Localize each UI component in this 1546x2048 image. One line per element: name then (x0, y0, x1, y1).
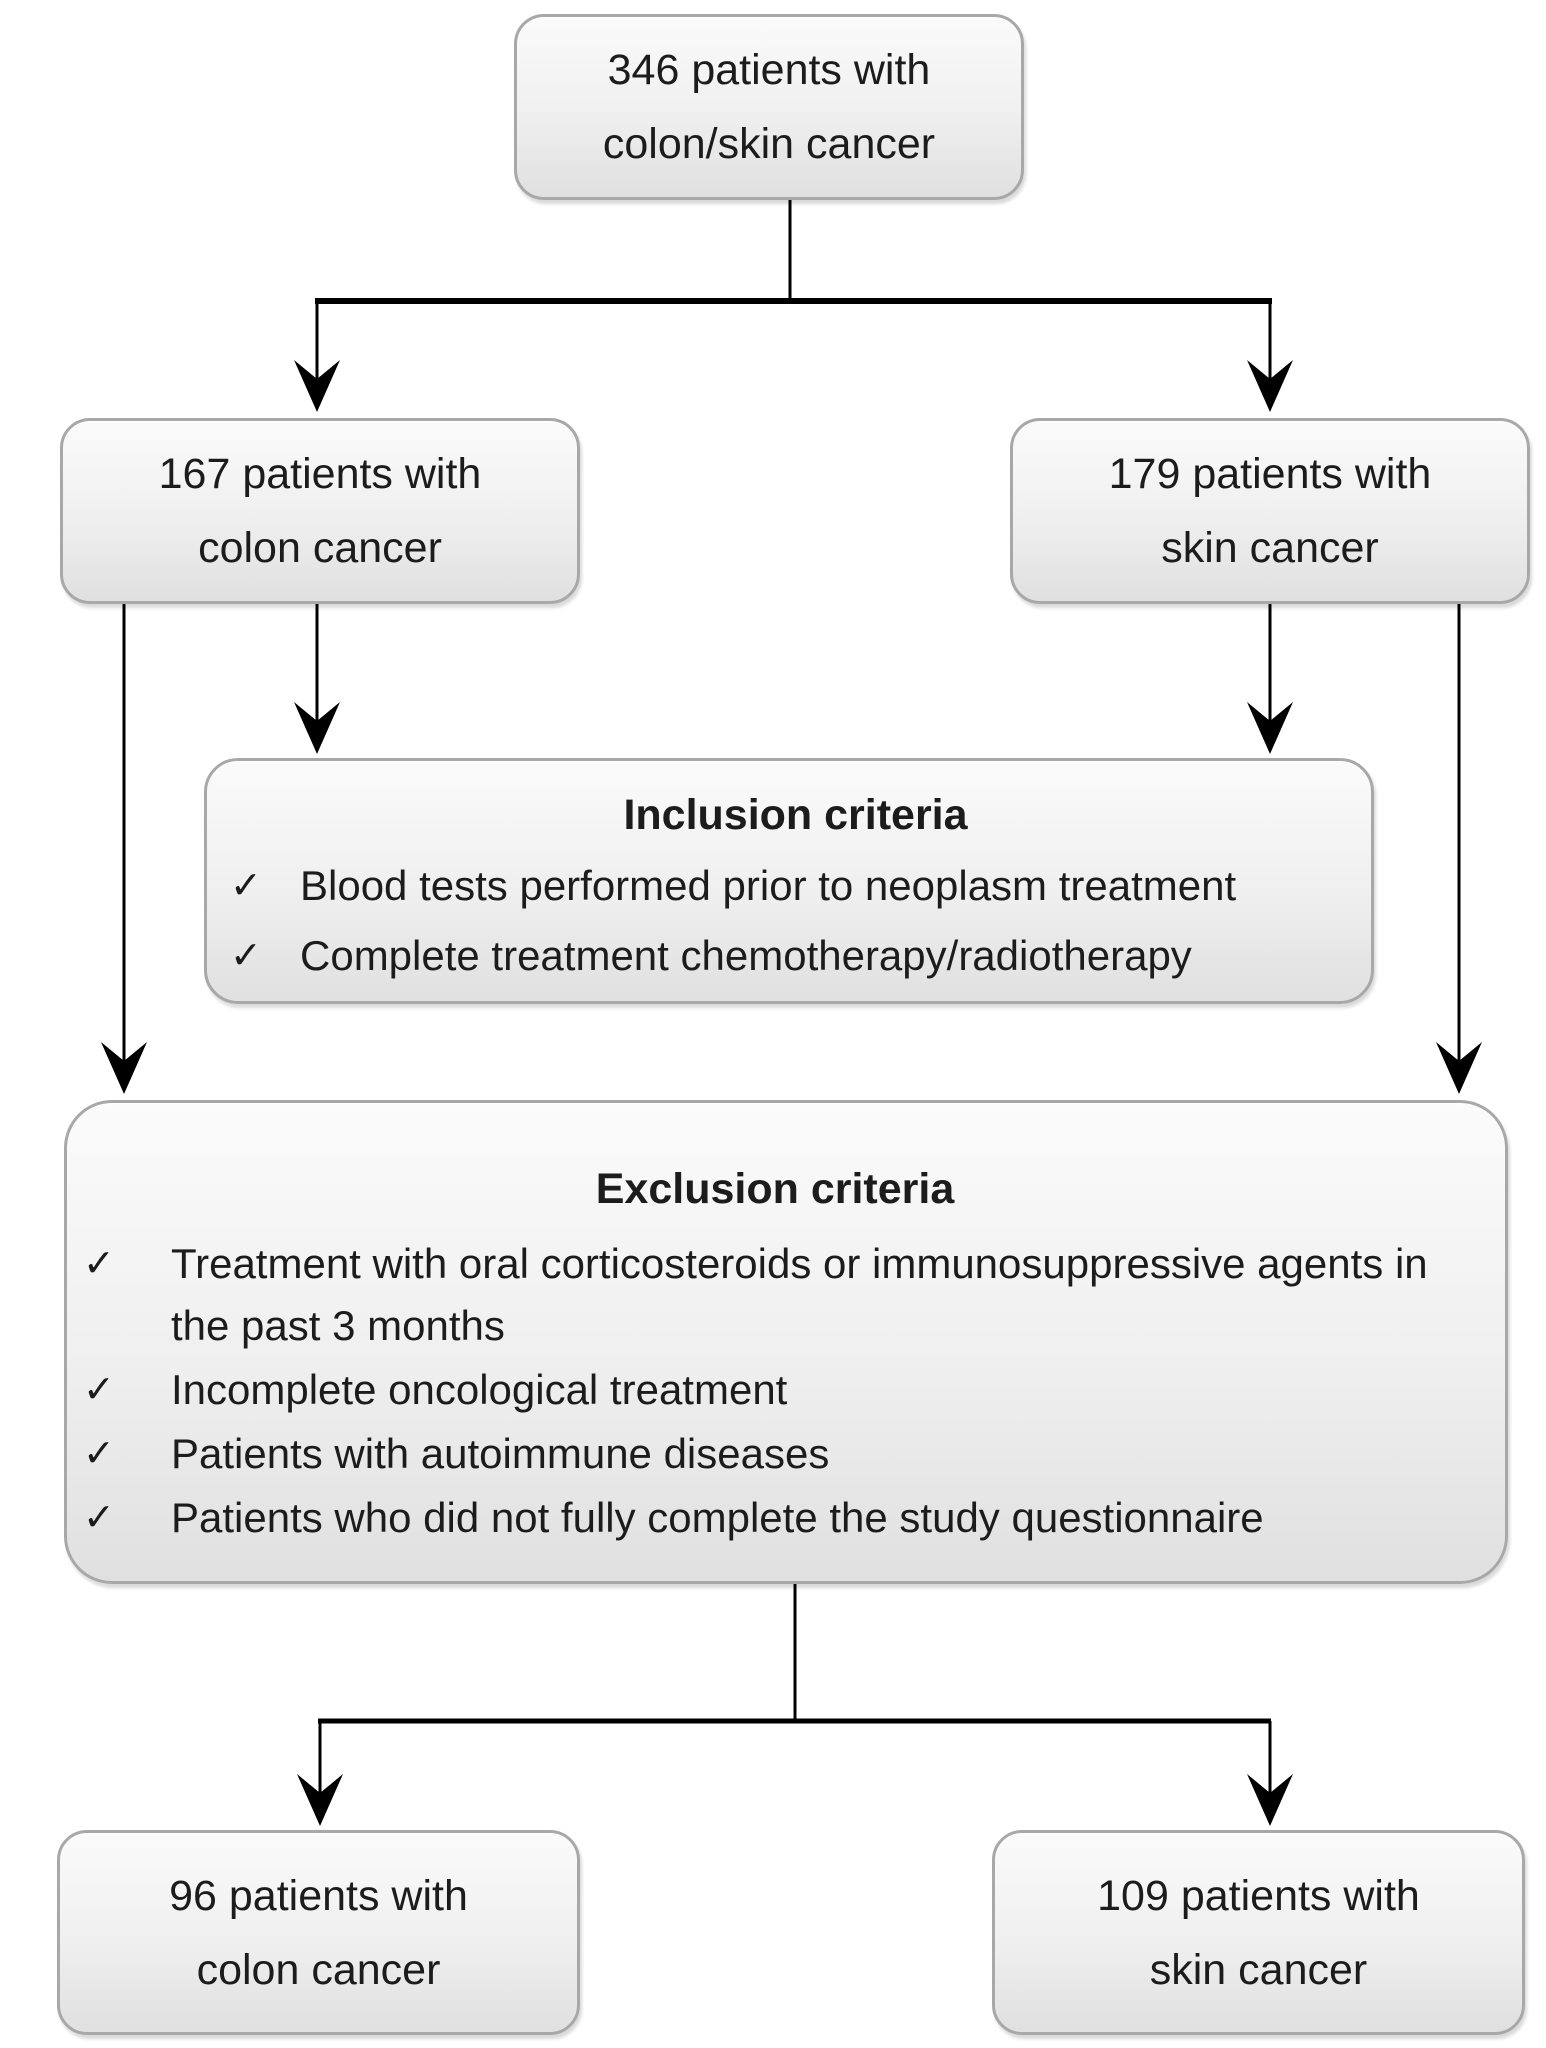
exclusion-item: ✓ Treatment with oral corticosteroids or… (83, 1233, 1467, 1357)
inclusion-item-text: Complete treatment chemotherapy/radiothe… (300, 932, 1192, 979)
box-skin-final-line2: skin cancer (1149, 1945, 1368, 1994)
box-total-line2: colon/skin cancer (602, 120, 936, 168)
exclusion-criteria-list: ✓ Treatment with oral corticosteroids or… (83, 1233, 1467, 1549)
exclusion-item-text: Treatment with oral corticosteroids or i… (171, 1240, 1428, 1349)
exclusion-criteria-title: Exclusion criteria (595, 1165, 955, 1213)
check-icon: ✓ (83, 1243, 115, 1285)
arrow-to-colon-initial (294, 301, 340, 412)
arrow-skin-to-inclusion (1247, 604, 1293, 754)
inclusion-item: ✓ Complete treatment chemotherapy/radiot… (230, 923, 1361, 989)
exclusion-item-text: Patients with autoimmune diseases (171, 1430, 830, 1477)
arrow-colon-to-inclusion (294, 604, 340, 754)
inclusion-criteria-title: Inclusion criteria (623, 791, 968, 839)
inclusion-item-text: Blood tests performed prior to neoplasm … (300, 862, 1237, 909)
check-icon: ✓ (83, 1497, 115, 1539)
box-colon-initial: 167 patients with colon cancer (60, 418, 580, 604)
box-colon-initial-line1: 167 patients with (158, 450, 482, 498)
check-icon: ✓ (83, 1369, 115, 1411)
check-icon: ✓ (230, 935, 262, 977)
box-skin-initial-line1: 179 patients with (1108, 450, 1432, 498)
box-skin-final: 109 patients with skin cancer (992, 1830, 1525, 2035)
box-inclusion-criteria: Inclusion criteria ✓ Blood tests perform… (204, 758, 1374, 1004)
arrow-skin-to-exclusion (1436, 604, 1482, 1094)
exclusion-item-text: Incomplete oncological treatment (171, 1366, 788, 1413)
box-colon-final-line1: 96 patients with (169, 1871, 468, 1920)
exclusion-item: ✓ Incomplete oncological treatment (83, 1359, 1467, 1421)
check-icon: ✓ (83, 1433, 115, 1475)
box-skin-initial: 179 patients with skin cancer (1010, 418, 1530, 604)
box-skin-final-line1: 109 patients with (1097, 1871, 1420, 1920)
arrow-colon-to-exclusion (101, 604, 147, 1094)
box-exclusion-criteria: Exclusion criteria ✓ Treatment with oral… (64, 1100, 1508, 1584)
box-colon-final: 96 patients with colon cancer (57, 1830, 580, 2035)
inclusion-criteria-list: ✓ Blood tests performed prior to neoplas… (230, 853, 1361, 989)
exclusion-item-text: Patients who did not fully complete the … (171, 1494, 1264, 1541)
box-colon-final-line2: colon cancer (196, 1945, 441, 1994)
exclusion-item: ✓ Patients who did not fully complete th… (83, 1487, 1467, 1549)
box-total-patients: 346 patients with colon/skin cancer (514, 14, 1024, 200)
exclusion-item: ✓ Patients with autoimmune diseases (83, 1423, 1467, 1485)
box-total-line1: 346 patients with (607, 46, 931, 94)
box-skin-initial-line2: skin cancer (1161, 524, 1379, 572)
arrow-to-skin-initial (1247, 301, 1293, 412)
check-icon: ✓ (230, 865, 262, 907)
arrow-to-skin-final (1247, 1721, 1293, 1826)
arrow-to-colon-final (297, 1721, 343, 1826)
inclusion-item: ✓ Blood tests performed prior to neoplas… (230, 853, 1361, 919)
box-colon-initial-line2: colon cancer (198, 524, 442, 572)
